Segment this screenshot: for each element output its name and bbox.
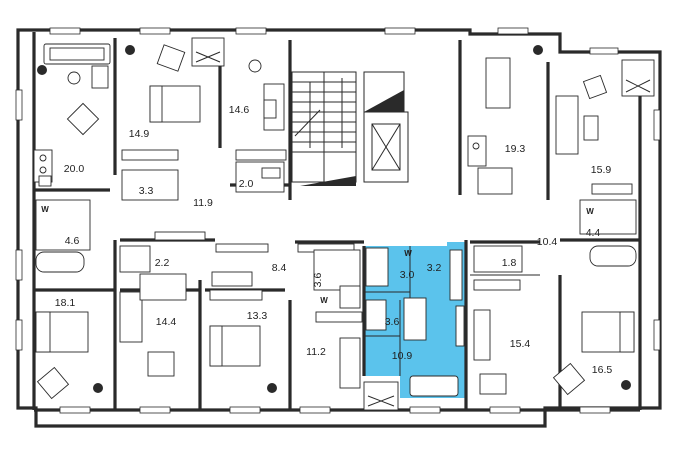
washer-marks: W W W W — [38, 175, 594, 305]
windows — [15, 27, 661, 414]
elevator-shaft — [300, 71, 409, 186]
room-area-3-6a: 3.6 — [312, 273, 324, 288]
room-area-3-2: 3.2 — [427, 262, 442, 274]
room-area-10-4: 10.4 — [537, 236, 558, 248]
outer-walls — [16, 28, 662, 428]
room-labels: 20.0 14.9 14.6 3.3 2.0 11.9 4.6 19.3 15.… — [55, 104, 613, 376]
washer-mark-3: W — [404, 249, 412, 258]
room-area-8-4: 8.4 — [272, 262, 287, 274]
room-area-10-9: 10.9 — [392, 350, 413, 362]
washer-mark-2: W — [586, 207, 594, 216]
room-area-14-6: 14.6 — [229, 104, 250, 116]
room-area-2-0: 2.0 — [239, 178, 254, 190]
room-area-18-1: 18.1 — [55, 297, 76, 309]
room-area-3-0: 3.0 — [400, 269, 415, 281]
room-area-2-2: 2.2 — [155, 257, 170, 269]
vent-units — [191, 37, 655, 411]
room-area-11-9: 11.9 — [193, 197, 213, 209]
room-area-15-9: 15.9 — [591, 164, 612, 176]
room-area-1-8: 1.8 — [502, 257, 517, 269]
room-area-20-0: 20.0 — [64, 163, 85, 175]
room-area-19-3: 19.3 — [505, 143, 526, 155]
room-area-16-5: 16.5 — [592, 364, 613, 376]
room-area-15-4: 15.4 — [510, 338, 531, 350]
washer-mark-4: W — [320, 296, 328, 305]
room-area-4-4: 4.4 — [586, 227, 601, 239]
room-area-3-6b: 3.6 — [385, 316, 400, 328]
room-area-11-2: 11.2 — [306, 346, 326, 358]
room-area-14-9: 14.9 — [129, 128, 150, 140]
plant-icons — [37, 45, 631, 393]
room-area-14-4: 14.4 — [156, 316, 177, 328]
room-area-3-3: 3.3 — [139, 185, 154, 197]
furniture — [33, 43, 637, 400]
room-area-13-3: 13.3 — [247, 310, 268, 322]
washer-mark-1: W — [41, 205, 49, 214]
interior-walls — [34, 38, 640, 410]
stairwell — [291, 71, 357, 183]
room-area-4-6: 4.6 — [65, 235, 80, 247]
